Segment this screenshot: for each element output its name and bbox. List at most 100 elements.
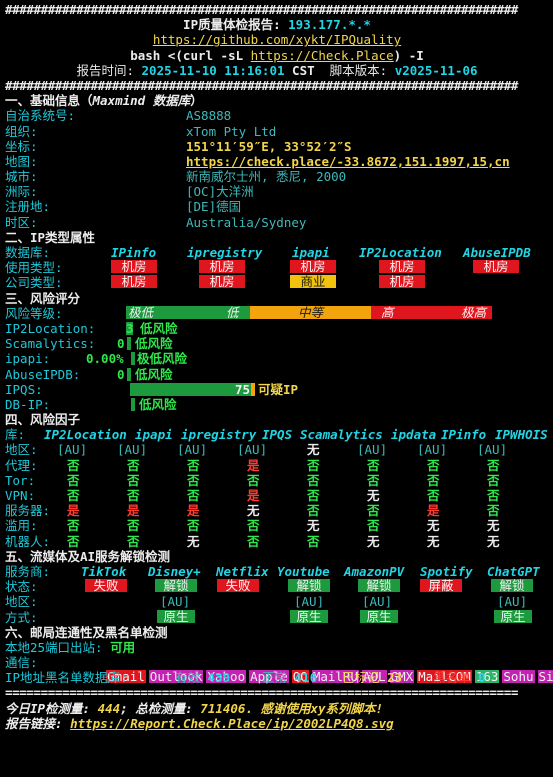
- factor-cell: 无: [427, 518, 440, 534]
- factor-cell: 无: [487, 518, 500, 534]
- status-spotify: 屏蔽: [420, 579, 462, 593]
- factor-cell: 否: [127, 488, 140, 503]
- mail-blacklist-row: IP地址黑名单数据库: 有效 439 正常 416 已标记 23 黑名单 0: [5, 670, 486, 686]
- factor-cell: 否: [127, 533, 140, 549]
- basic-row-asn: 自治系统号:AS8888: [5, 108, 232, 124]
- level-very-low: 极低低: [126, 305, 250, 319]
- footer-stats: 今日IP检测量: 444; 总检测量: 711406. 感谢使用xy系列脚本!: [5, 700, 384, 716]
- risk-heading: 三、风险评分: [5, 290, 81, 306]
- mode-amazonpv: 原生: [360, 609, 398, 623]
- risk-score-ip2location: IP2Location: 3 低风险: [5, 320, 178, 336]
- factor-cell: 是: [427, 503, 440, 519]
- map-link[interactable]: https://check.place/-33.8672,151.1997,15…: [186, 153, 510, 169]
- factor-cell: 无: [307, 518, 320, 534]
- streaming-heading: 五、流媒体及AI服务解锁检测: [5, 548, 171, 564]
- factor-row: 机器人:否否无否否无无无: [5, 534, 549, 549]
- usage-ipregistry: 机房: [199, 260, 245, 274]
- factor-cell: [AU]: [177, 442, 208, 458]
- factor-cell: 否: [487, 488, 500, 503]
- basic-row-map: 地图:https://check.place/-33.8672,151.1997…: [5, 153, 510, 169]
- factors-heading: 四、风险因子: [5, 412, 81, 428]
- status-youtube: 解锁: [288, 579, 330, 593]
- company-ip2location: 机房: [379, 275, 425, 289]
- report-title: IP质量体检报告: 193.177.*.*: [183, 17, 371, 33]
- factor-row: 滥用:否否否否无否无无: [5, 518, 549, 533]
- risk-level-row: 风险等级: 极低低 中等 高极高: [5, 305, 549, 321]
- factor-cell: 否: [367, 472, 380, 488]
- factor-cell: 否: [307, 533, 320, 549]
- command-link[interactable]: https://Check.Place: [250, 47, 394, 63]
- factor-cell: [AU]: [417, 442, 448, 458]
- factor-label: 机器人:: [5, 533, 51, 549]
- risk-score-ipqs: IPQS: 75 可疑IP: [5, 381, 299, 397]
- header-separator: ########################################…: [5, 77, 519, 93]
- factor-cell: 是: [247, 457, 260, 473]
- factor-cell: 否: [67, 518, 80, 534]
- basic-row-org: 组织:xTom Pty Ltd: [5, 123, 277, 139]
- mail-sina: Sina: [537, 670, 553, 684]
- factor-cell: 无: [487, 533, 500, 549]
- factor-cell: 是: [127, 503, 140, 519]
- install-command: bash <(curl -sL https://Check.Place) -I: [130, 47, 424, 63]
- factor-cell: 无: [367, 533, 380, 549]
- factor-cell: 否: [367, 503, 380, 519]
- footer-separator: ========================================…: [5, 685, 519, 701]
- factor-cell: 无: [307, 442, 320, 458]
- factor-cell: 否: [247, 518, 260, 534]
- streaming-mode-row: 方式: 原生 原生 原生 原生: [5, 609, 549, 625]
- factor-cell: 否: [307, 457, 320, 473]
- terminal-window: ########################################…: [5, 2, 553, 731]
- streaming-region-row: 地区: [AU] [AU] [AU] [AU]: [5, 594, 528, 610]
- factor-cell: 无: [427, 533, 440, 549]
- factor-cell: 是: [247, 488, 260, 503]
- mode-chatgpt: 原生: [494, 609, 532, 623]
- factor-cell: 无: [187, 533, 200, 549]
- basic-row-continent: 洲际:[OC]大洋洲: [5, 184, 254, 200]
- factor-cell: 否: [127, 457, 140, 473]
- risk-bar-ipqs: [130, 382, 251, 396]
- factor-cell: 否: [427, 472, 440, 488]
- factor-cell: 否: [487, 503, 500, 519]
- mail-sohu: Sohu: [502, 669, 535, 685]
- factor-cell: [AU]: [477, 442, 508, 458]
- github-link[interactable]: https://github.com/xykt/IPQuality: [152, 32, 402, 48]
- mail-mailcom: MailCOM: [417, 669, 472, 685]
- risk-bar-ip2location: [126, 321, 133, 335]
- factor-cell: 否: [247, 533, 260, 549]
- factor-label: 地区:: [5, 442, 38, 458]
- mail-qq: QQ: [291, 669, 309, 685]
- company-ipinfo: 机房: [111, 275, 157, 289]
- report-time: 报告时间: 2025-11-10 11:16:01 CST 脚本版本: v202…: [76, 62, 478, 78]
- factor-cell: 否: [367, 518, 380, 534]
- status-netflix: 失败: [217, 579, 259, 593]
- factor-cell: 否: [427, 488, 440, 503]
- level-medium: 中等: [250, 305, 371, 319]
- factor-cell: 否: [247, 472, 260, 488]
- factor-cell: 否: [187, 457, 200, 473]
- basic-row-city: 城市:新南威尔士州, 悉尼, 2000: [5, 169, 347, 185]
- report-link[interactable]: https://Report.Check.Place/ip/2002LP4Q8.…: [70, 715, 394, 731]
- factor-label: 代理:: [5, 457, 38, 473]
- mode-disney: 原生: [157, 609, 195, 623]
- basic-row-registered: 注册地:[DE]德国: [5, 199, 242, 215]
- factor-cell: 否: [127, 472, 140, 488]
- level-high: 高极高: [371, 305, 492, 319]
- factor-cell: 否: [187, 518, 200, 534]
- risk-score-dbip: DB-IP: 低风险: [5, 396, 177, 412]
- factor-label: 服务器:: [5, 503, 51, 519]
- usage-ipinfo: 机房: [111, 260, 157, 274]
- status-tiktok: 失败: [85, 579, 127, 593]
- mail-gmx: GMX: [389, 669, 415, 685]
- factor-label: Tor:: [5, 472, 36, 488]
- status-disney: 解锁: [155, 579, 197, 593]
- factor-cell: 否: [67, 488, 80, 503]
- factor-cell: 是: [187, 503, 200, 519]
- factor-row: Tor:否否否否否否否否: [5, 473, 549, 488]
- factors-table: 地区:[AU][AU][AU][AU]无[AU][AU][AU]代理:否否否是否…: [5, 442, 549, 548]
- basic-info-heading: 一、基础信息（Maxmind 数据库）: [5, 93, 203, 109]
- factor-cell: 否: [127, 518, 140, 534]
- risk-score-scamalytics: Scamalytics: 0 低风险: [5, 336, 173, 352]
- factor-cell: 否: [187, 472, 200, 488]
- iptype-heading: 二、IP类型属性: [5, 229, 96, 245]
- factor-cell: 无: [367, 488, 380, 503]
